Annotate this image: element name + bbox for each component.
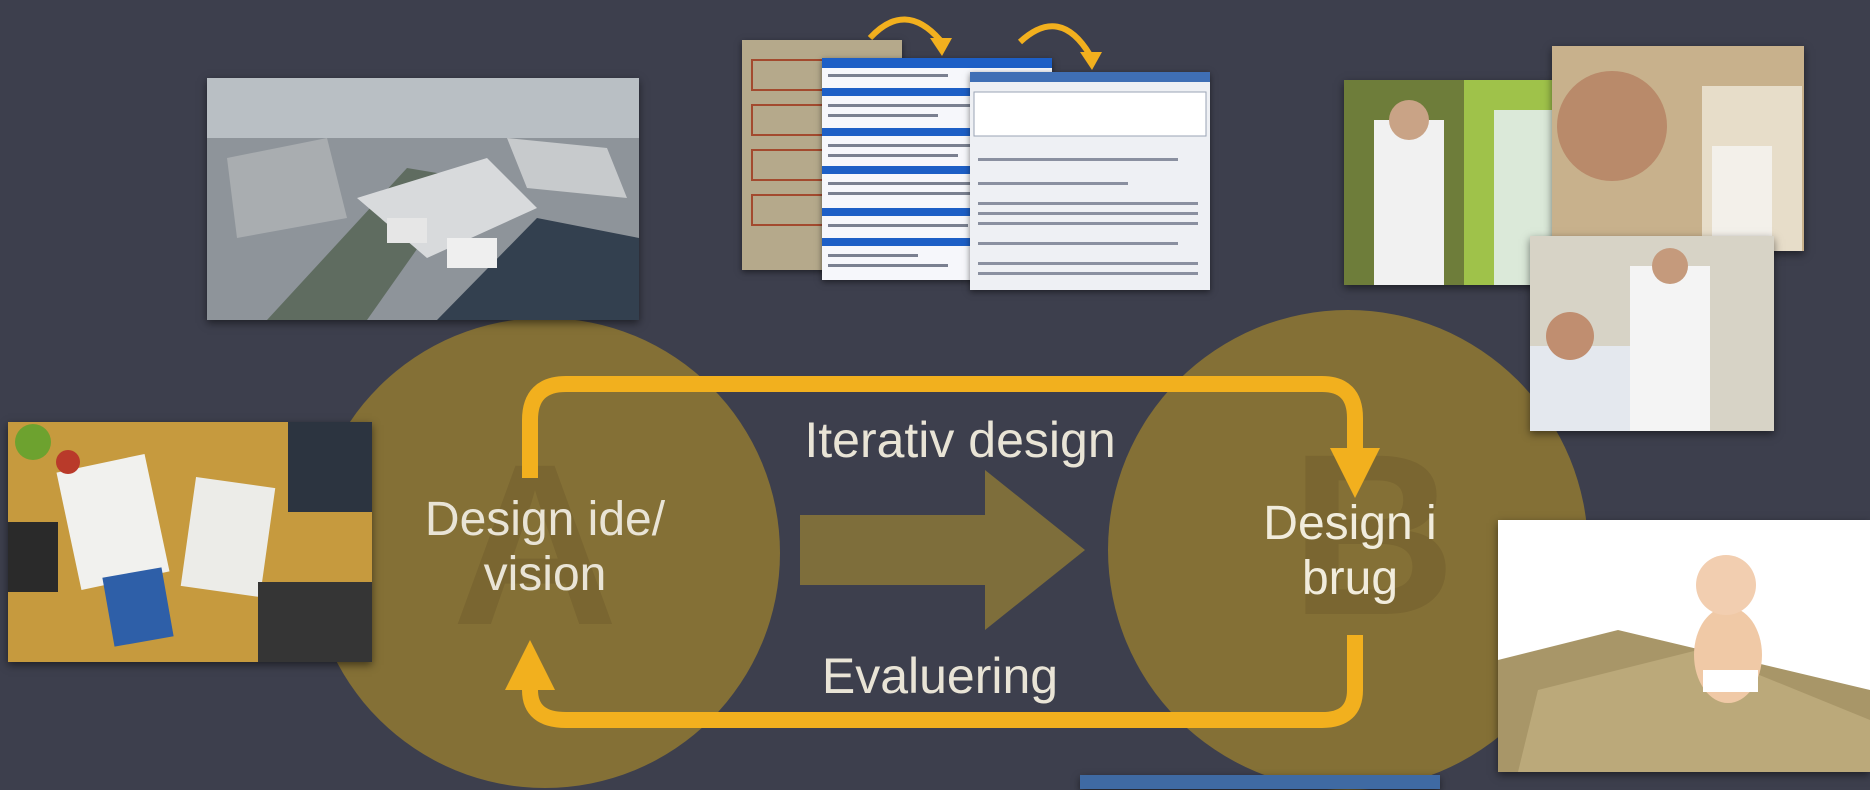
- doc-curve-arrowhead-1: [930, 38, 952, 56]
- node-a-label-line2: vision: [483, 548, 607, 602]
- bottom-arrow-label: Evaluering: [821, 648, 1059, 704]
- bottom-loop-arrowhead: [505, 640, 555, 690]
- top-arrow-label: Iterativ design: [804, 412, 1116, 468]
- hospital-photo-3: [1530, 236, 1774, 431]
- doc-curve-arrow-2: [1017, 23, 1093, 57]
- top-loop-arrow: [522, 376, 1363, 478]
- bottom-partial-image: [1080, 775, 1440, 789]
- node-b-label-line2: brug: [1301, 552, 1399, 606]
- bottom-loop-arrow: [522, 635, 1363, 728]
- screen-mockup-2: [970, 72, 1210, 290]
- hospital-photo-2: [1552, 46, 1804, 251]
- node-a-label: Design ide/ vision: [395, 492, 695, 602]
- workshop-table-photo: [8, 422, 372, 662]
- node-b-label: Design i brug: [1240, 496, 1460, 606]
- top-loop-arrowhead: [1330, 448, 1380, 498]
- node-a-label-line1: Design ide/: [424, 493, 666, 546]
- node-b-label-line1: Design i: [1263, 497, 1437, 550]
- center-arrow: [800, 470, 1085, 630]
- doc-curve-arrowhead-2: [1080, 52, 1102, 70]
- baby-on-insulation-photo: [1498, 520, 1870, 772]
- doc-curve-arrow-1: [867, 16, 943, 43]
- city-aerial-render: [207, 78, 639, 320]
